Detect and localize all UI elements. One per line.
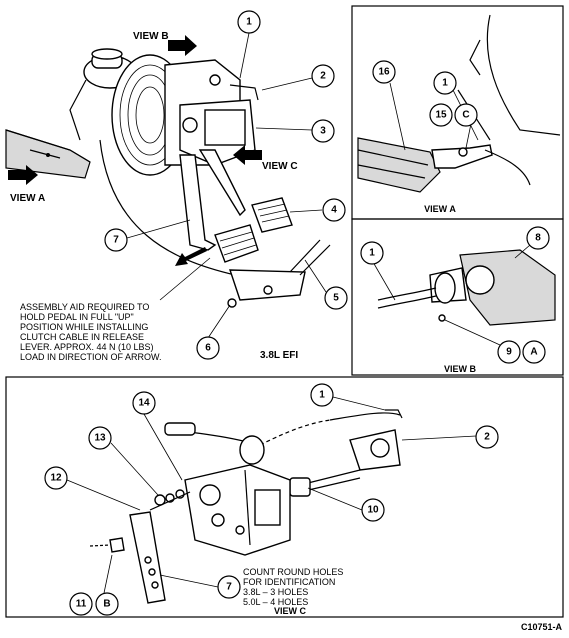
view-b-frame: [351, 218, 564, 376]
view-b-callout-9: 9: [497, 340, 521, 364]
callout-5: 5: [324, 286, 348, 310]
svg-text:FOR IDENTIFICATION: FOR IDENTIFICATION: [243, 577, 335, 587]
clutch-cable: [99, 139, 236, 276]
view-a-callout-15: 15: [429, 103, 453, 127]
view-c-callout-13: 13: [88, 426, 112, 450]
svg-text:9: 9: [506, 347, 512, 358]
clutch-pedal-arm: [179, 154, 217, 251]
callout-7: 7: [104, 228, 128, 252]
view-b-callout-a: A: [522, 340, 546, 364]
svg-text:11: 11: [76, 599, 87, 610]
main-view-c-label: VIEW C: [262, 161, 298, 172]
view-c-frame: [5, 376, 564, 618]
callout-3: 3: [311, 119, 335, 143]
svg-text:13: 13: [94, 433, 106, 444]
svg-text:3: 3: [320, 126, 326, 137]
svg-text:8: 8: [535, 233, 541, 244]
svg-text:1: 1: [319, 390, 325, 401]
view-a-drawing: [357, 14, 561, 193]
svg-text:5: 5: [333, 293, 339, 304]
svg-text:14: 14: [138, 398, 150, 409]
view-c-bushing: [109, 537, 125, 553]
view-b-cable: [377, 287, 437, 301]
svg-text:C: C: [462, 110, 469, 121]
svg-text:16: 16: [378, 67, 390, 78]
view-c-drawing: [66, 396, 477, 604]
svg-text:LOAD IN DIRECTION OF ARROW.: LOAD IN DIRECTION OF ARROW.: [20, 352, 162, 362]
view-b-callout-8: 8: [526, 226, 550, 250]
view-c-callout-12: 12: [44, 466, 68, 490]
view-c-arrow: [233, 145, 262, 165]
svg-text:7: 7: [113, 235, 119, 246]
svg-text:12: 12: [50, 473, 62, 484]
callout-1: 1: [237, 10, 261, 34]
view-c-label: VIEW C: [274, 606, 307, 616]
svg-text:10: 10: [367, 505, 379, 516]
main-view-a-label: VIEW A: [10, 193, 45, 204]
svg-text:LEVER. APPROX. 44 N (10 LBS): LEVER. APPROX. 44 N (10 LBS): [20, 342, 154, 352]
main-leaders: [126, 32, 327, 339]
brake-pedal-arm: [198, 149, 246, 217]
view-b-callout-1: 1: [360, 241, 384, 265]
view-a-bracket-rail: [357, 137, 441, 193]
brake-pedal-pad: [251, 197, 293, 233]
svg-text:1: 1: [246, 17, 252, 28]
count-holes-note: COUNT ROUND HOLES FOR IDENTIFICATION 3.8…: [243, 567, 343, 607]
svg-text:15: 15: [435, 110, 447, 121]
view-b-label: VIEW B: [444, 364, 477, 374]
view-c-callout-11: 11: [69, 592, 93, 616]
engine-label: 3.8L EFI: [260, 350, 298, 361]
assembly-note: ASSEMBLY AID REQUIRED TO HOLD PEDAL IN F…: [20, 302, 162, 362]
view-c-callout-10: 10: [361, 498, 385, 522]
view-c-callout-b: B: [95, 592, 119, 616]
svg-text:CLUTCH CABLE IN RELEASE: CLUTCH CABLE IN RELEASE: [20, 332, 144, 342]
view-a-callout-c: C: [454, 103, 478, 127]
svg-text:5.0L – 4 HOLES: 5.0L – 4 HOLES: [243, 597, 308, 607]
view-a-callout-1: 1: [433, 71, 457, 95]
svg-text:6: 6: [205, 343, 211, 354]
view-c-callout-1: 1: [310, 383, 334, 407]
svg-text:COUNT ROUND HOLES: COUNT ROUND HOLES: [243, 567, 343, 577]
callout-6: 6: [196, 336, 220, 360]
svg-text:4: 4: [331, 205, 337, 216]
view-a-callout-16: 16: [372, 60, 396, 84]
svg-text:3.8L – 3 HOLES: 3.8L – 3 HOLES: [243, 587, 308, 597]
svg-text:B: B: [103, 599, 110, 610]
callout-4: 4: [322, 198, 346, 222]
release-lever: [229, 269, 306, 301]
svg-text:7: 7: [226, 582, 232, 593]
load-direction-arrow: [175, 247, 207, 266]
svg-text:1: 1: [369, 248, 375, 259]
view-c-callout-14: 14: [132, 391, 156, 415]
svg-text:1: 1: [442, 78, 448, 89]
callout-2: 2: [311, 64, 335, 88]
main-view-b-label: VIEW B: [133, 31, 169, 42]
svg-text:2: 2: [484, 432, 490, 443]
view-b-drawing: [372, 244, 556, 346]
svg-text:2: 2: [320, 71, 326, 82]
view-a-label: VIEW A: [424, 204, 456, 214]
svg-text:A: A: [530, 347, 537, 358]
view-c-callout-2: 2: [475, 425, 499, 449]
main-assembly-view: [5, 35, 331, 308]
view-c-callout-7: 7: [217, 575, 241, 599]
view-b-arrow: [168, 35, 197, 56]
figure-id: C10751-A: [521, 622, 563, 632]
svg-text:ASSEMBLY AID REQUIRED TO: ASSEMBLY AID REQUIRED TO: [20, 302, 149, 312]
view-a-arrow: [8, 165, 38, 185]
view-b-bolt: [438, 314, 446, 322]
svg-text:HOLD PEDAL IN FULL "UP": HOLD PEDAL IN FULL "UP": [20, 312, 134, 322]
svg-text:POSITION WHILE INSTALLING: POSITION WHILE INSTALLING: [20, 322, 148, 332]
